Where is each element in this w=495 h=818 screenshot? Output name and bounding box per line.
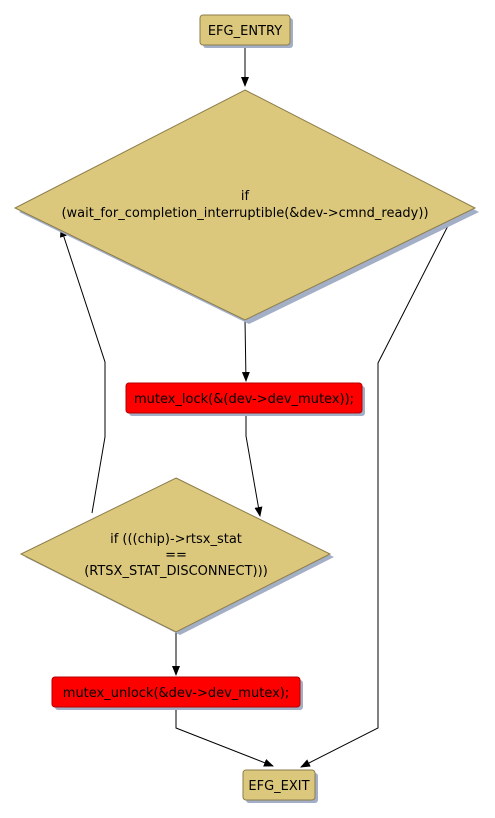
edge-lock-to-disconnect — [245, 414, 263, 517]
edge-wait-to-exit — [300, 211, 456, 768]
wait-condition-node[interactable]: if (wait_for_completion_interruptible(&d… — [13, 89, 479, 324]
entry-node-box — [199, 14, 291, 46]
exit-node-box — [242, 769, 316, 801]
disconnect-condition-diamond — [19, 477, 332, 633]
entry-node[interactable]: EFG_ENTRY — [199, 14, 293, 48]
wait-condition-if-label: if — [241, 189, 250, 204]
exit-node-label: EFG_EXIT — [248, 779, 309, 794]
entry-node-label: EFG_ENTRY — [208, 24, 282, 39]
exit-node[interactable]: EFG_EXIT — [242, 769, 318, 803]
disconnect-condition-line2: == — [165, 548, 187, 563]
edge-disconnect-loop-back — [60, 227, 106, 514]
edges — [60, 46, 456, 768]
mutex-lock-node[interactable]: mutex_lock(&(dev->dev_mutex)); — [125, 382, 365, 416]
wait-condition-diamond — [13, 89, 477, 321]
edge-wait-to-lock — [241, 319, 250, 382]
disconnect-condition-node[interactable]: if (((chip)->rtsx_stat == (RTSX_STAT_DIS… — [19, 477, 334, 635]
mutex-unlock-box — [51, 676, 301, 708]
mutex-unlock-node[interactable]: mutex_unlock(&dev->dev_mutex); — [51, 676, 303, 710]
disconnect-condition-line1: if (((chip)->rtsx_stat — [110, 532, 242, 547]
mutex-unlock-label: mutex_unlock(&dev->dev_mutex); — [63, 686, 289, 701]
disconnect-condition-line3: (RTSX_STAT_DISCONNECT))) — [84, 564, 268, 579]
mutex-lock-box — [125, 382, 363, 414]
mutex-lock-label: mutex_lock(&(dev->dev_mutex)); — [134, 392, 354, 407]
wait-condition-expression-label: (wait_for_completion_interruptible(&dev-… — [61, 206, 428, 221]
edge-unlock-to-exit — [175, 706, 274, 767]
